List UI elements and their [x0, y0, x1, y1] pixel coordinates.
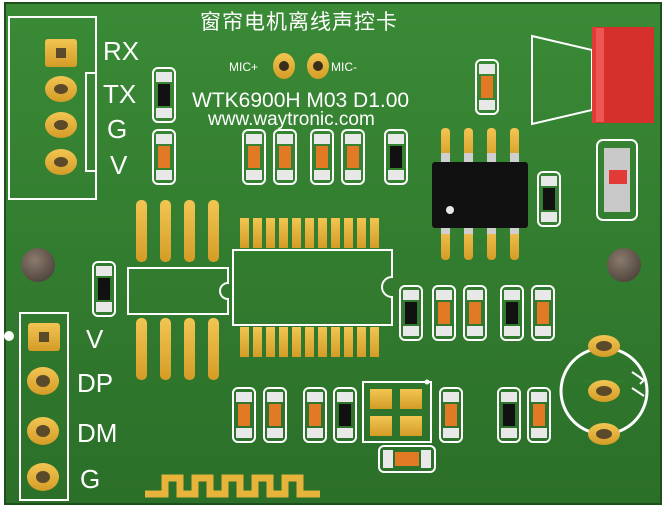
- ic-footprint-large: [232, 218, 393, 357]
- speaker: [531, 27, 654, 126]
- uart-header: [8, 16, 97, 200]
- board-model: WTK6900H M03 D1.00: [192, 89, 410, 112]
- ic-sop8: [432, 128, 528, 260]
- transistor-footprint: [362, 379, 432, 443]
- smd-components: [92, 59, 561, 473]
- uart-pin-label-v: V: [110, 150, 128, 180]
- mounting-hole-right: [607, 248, 641, 282]
- board-title: 窗帘电机离线声控卡: [200, 11, 398, 34]
- uart-pin-label-tx: TX: [103, 79, 137, 109]
- mic-minus-label: MIC-: [331, 60, 357, 74]
- usb-header: [4, 312, 69, 501]
- usb-pin-label-v: V: [86, 324, 104, 354]
- mic-pads: [273, 53, 329, 79]
- mic-plus-label: MIC+: [229, 60, 259, 74]
- board-website: www.waytronic.com: [208, 109, 375, 130]
- usb-pin-label-dp: DP: [77, 368, 114, 398]
- antenna-trace: [145, 474, 320, 498]
- ic-footprint-small: [127, 200, 229, 380]
- usb-pin-label-dm: DM: [77, 418, 118, 448]
- uart-pin-label-rx: RX: [103, 36, 140, 66]
- usb-pin-label-g: G: [80, 464, 101, 494]
- uart-pin-label-g: G: [107, 114, 128, 144]
- led-footprint: [559, 335, 649, 445]
- slide-switch: [596, 139, 638, 221]
- mounting-hole-left: [21, 248, 55, 282]
